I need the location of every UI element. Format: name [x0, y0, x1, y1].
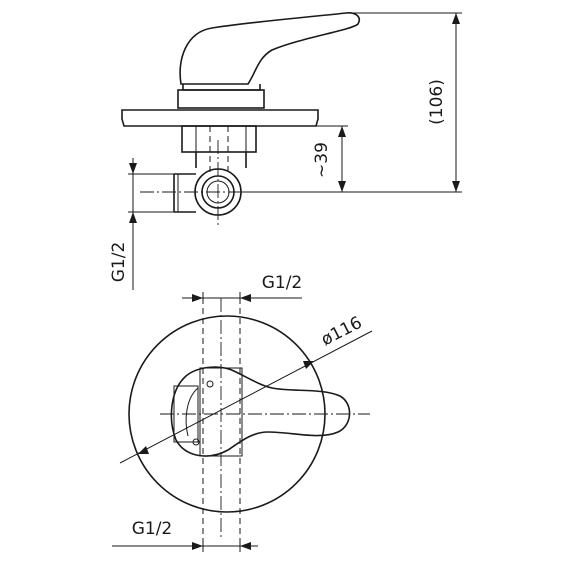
depth-dimension-label: ~39	[312, 142, 332, 178]
side-lever-neck	[182, 84, 261, 91]
height-dimension: (106)	[240, 12, 462, 193]
bottom-thread-label: G1/2	[132, 519, 173, 539]
diameter-label: ø116	[318, 313, 365, 350]
depth-dimension: ~39	[312, 125, 348, 192]
side-body	[181, 125, 257, 153]
side-thread-outlet	[173, 173, 196, 213]
diameter-dimension: ø116	[119, 313, 373, 464]
side-rosette	[121, 109, 319, 127]
side-connector	[195, 152, 247, 168]
side-bonnet	[177, 89, 265, 109]
side-lever-handle	[179, 12, 361, 85]
bottom-thread-dimension: G1/2	[112, 519, 258, 552]
front-lever	[170, 366, 351, 457]
side-thread-dimension: G1/2	[109, 158, 176, 290]
side-thread-label: G1/2	[109, 242, 129, 283]
height-dimension-label: (106)	[427, 79, 447, 125]
top-thread-dimension: G1/2	[182, 273, 302, 304]
top-thread-label: G1/2	[262, 273, 303, 293]
side-view	[121, 12, 361, 226]
